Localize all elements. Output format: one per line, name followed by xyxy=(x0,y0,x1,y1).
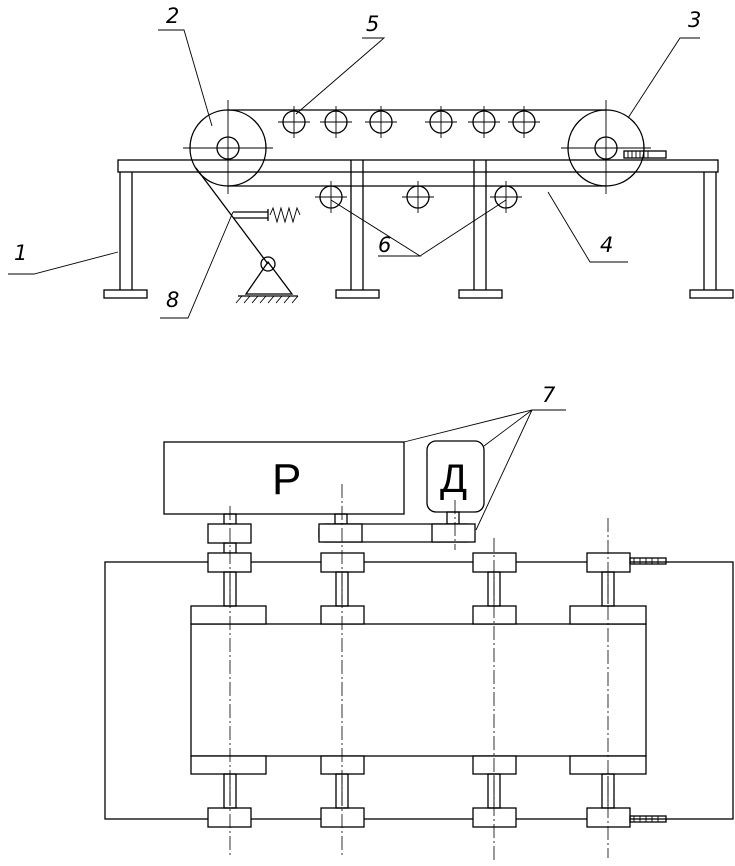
motor-label: Д xyxy=(440,457,467,501)
label-drive-unit: 7 xyxy=(542,383,556,407)
belt xyxy=(228,109,606,187)
belt-plan xyxy=(190,623,647,757)
label-drive-pulley: 2 xyxy=(166,4,179,28)
lower-roller xyxy=(490,181,522,213)
label-lower-rollers: 6 xyxy=(378,233,391,257)
tension-pulley xyxy=(561,100,651,194)
shaft-3 xyxy=(472,552,517,828)
frame-outline xyxy=(104,561,734,820)
upper-roller xyxy=(425,106,457,138)
upper-roller xyxy=(278,106,310,138)
label-cleaner: 8 xyxy=(166,288,179,312)
label-upper-rollers: 5 xyxy=(366,12,379,36)
reducer-label: Р xyxy=(272,455,301,504)
upper-roller xyxy=(508,106,540,138)
belt-drive xyxy=(318,511,476,543)
belt-cleaner xyxy=(195,167,301,304)
upper-roller xyxy=(365,106,397,138)
upper-roller xyxy=(468,106,500,138)
motor: Д xyxy=(426,440,485,513)
frame-legs xyxy=(103,160,734,299)
spring xyxy=(269,206,301,224)
leaders xyxy=(8,29,700,319)
frame-leg xyxy=(103,172,148,299)
coupling xyxy=(207,513,252,554)
frame-leg xyxy=(335,160,380,299)
shaft-1 xyxy=(190,552,267,828)
center-lines xyxy=(229,484,609,862)
lower-roller xyxy=(402,181,434,213)
tension-screws-plan xyxy=(629,557,667,823)
lower-rollers xyxy=(315,181,522,213)
reducer: Р xyxy=(163,441,405,515)
label-belt: 4 xyxy=(600,233,613,257)
frame-beam xyxy=(117,159,719,173)
leaders-plan xyxy=(403,409,566,531)
frame-leg xyxy=(689,172,734,299)
side-view: 1 2 5 3 4 6 8 xyxy=(8,4,734,319)
tension-screw xyxy=(623,150,667,159)
label-tension-pulley: 3 xyxy=(688,8,701,32)
upper-roller xyxy=(320,106,352,138)
drive-pulley xyxy=(183,100,273,194)
label-frame: 1 xyxy=(14,241,27,265)
lower-roller xyxy=(315,181,347,213)
plan-view: Р Д xyxy=(104,383,734,862)
upper-rollers xyxy=(278,106,540,138)
shaft-2 xyxy=(320,552,365,828)
frame-leg xyxy=(458,160,503,299)
